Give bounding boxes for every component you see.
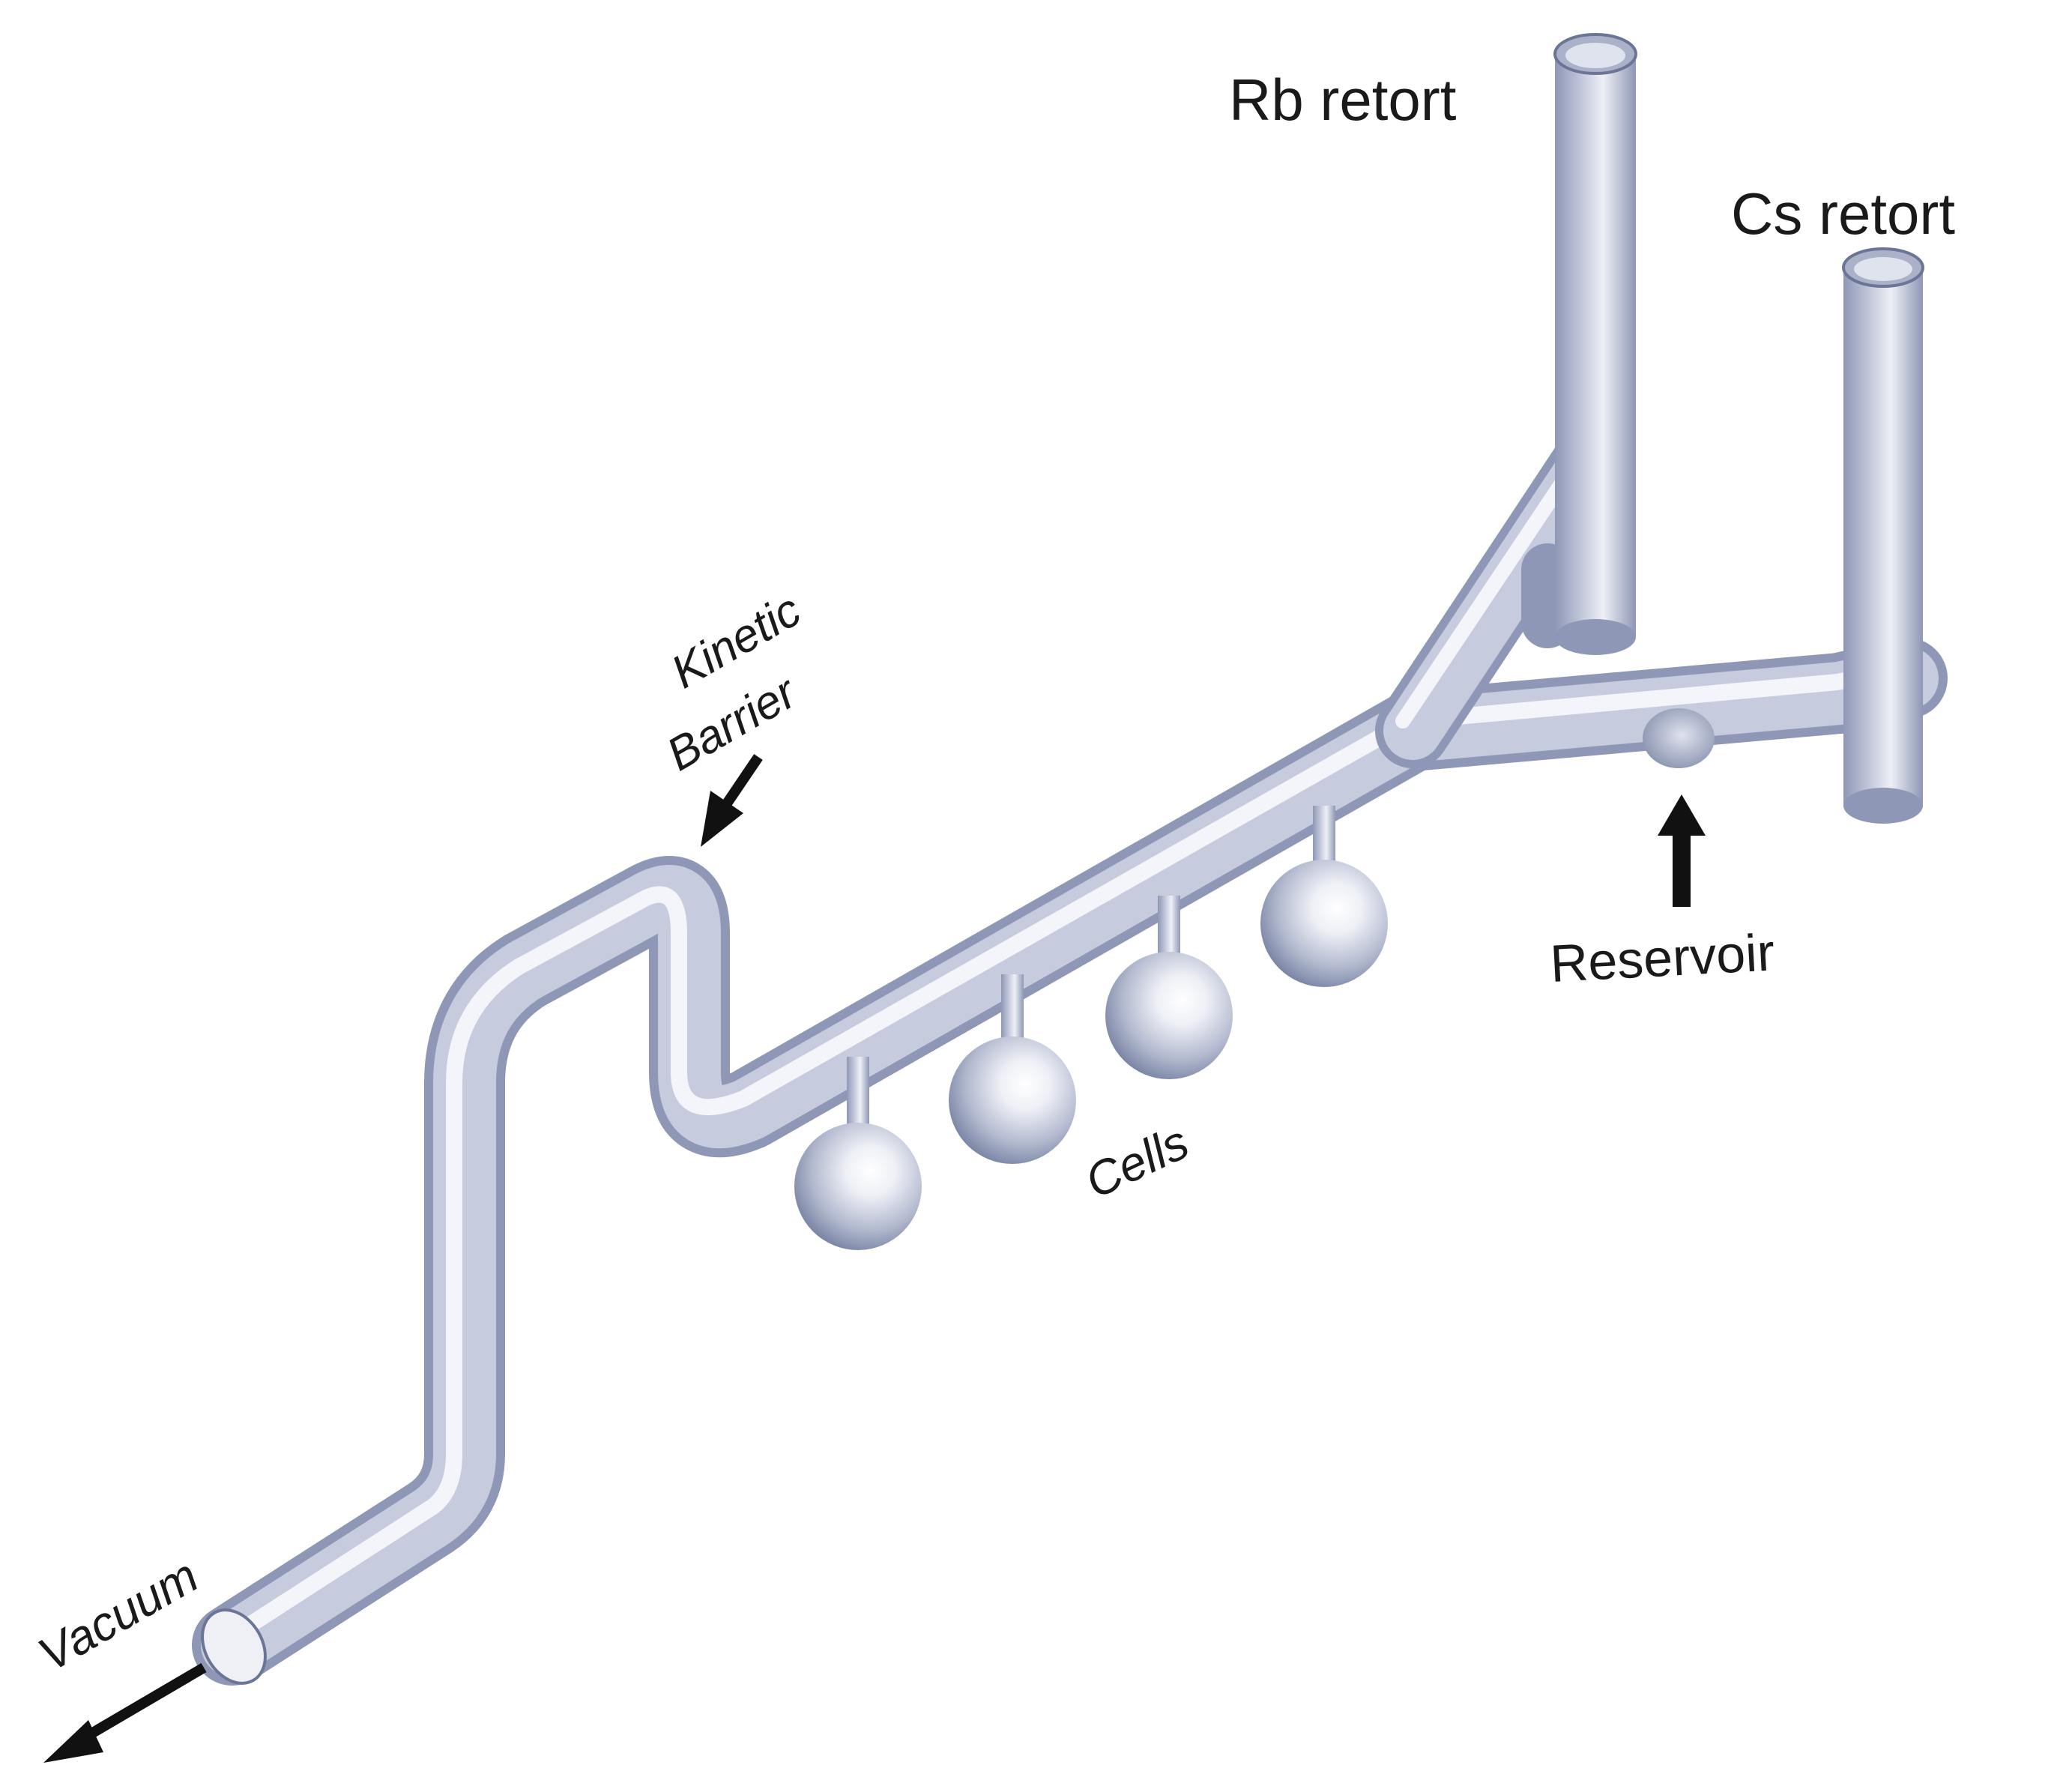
cells-label: Cells	[1077, 1114, 1196, 1208]
cs-retort-tube	[1842, 247, 1924, 824]
main-tube-body	[201, 647, 1939, 1677]
arrows	[43, 754, 1706, 1763]
vacuum-label: Vacuum	[29, 1548, 207, 1683]
reservoir-label: Reservoir	[1549, 923, 1776, 993]
cs-retort-label: Cs retort	[1731, 181, 1955, 247]
vacuum-arrow	[43, 1662, 207, 1763]
cell-2	[949, 974, 1076, 1164]
cell-3	[1105, 896, 1233, 1079]
labels: Rb retort Cs retort Kinetic Barrier Rese…	[29, 67, 1955, 1682]
manifold-tubes	[192, 427, 1948, 1686]
rb-retort-label: Rb retort	[1229, 67, 1457, 133]
rb-retort-tube	[1553, 33, 1637, 655]
main-tube-highlight	[230, 660, 1912, 1641]
kinetic-barrier-arrow	[701, 754, 763, 847]
cells-group	[794, 806, 1388, 1250]
reservoir-arrow	[1658, 794, 1706, 907]
cell-1	[794, 1057, 922, 1250]
cell-4	[1260, 806, 1388, 987]
vacuum-tube-end	[201, 1608, 267, 1685]
reservoir-bulb	[1643, 708, 1715, 768]
rb-branch-highlight	[1395, 451, 1586, 728]
